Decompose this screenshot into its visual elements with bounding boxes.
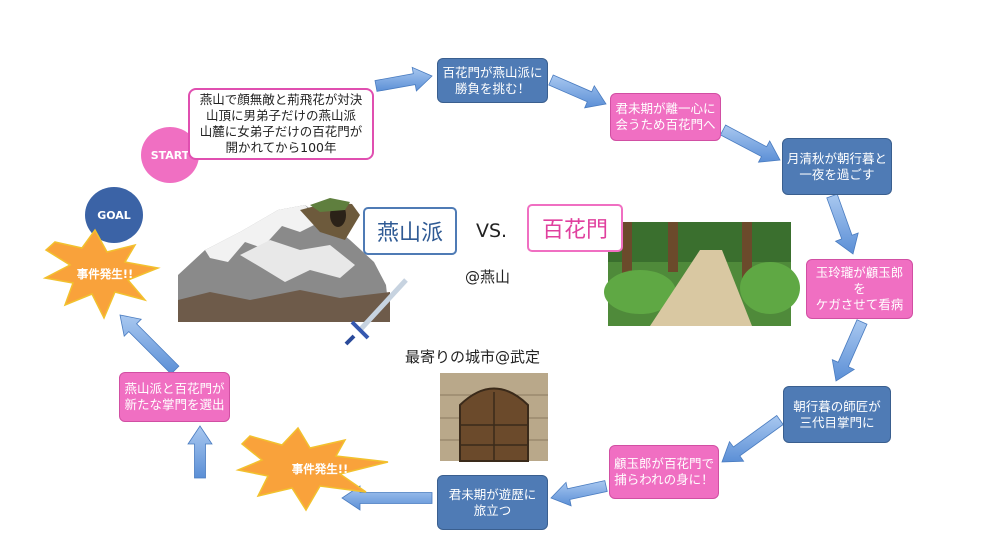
step-7: 君未期が遊歴に 旅立つ — [437, 475, 548, 530]
incident-label-left: 事件発生!! — [76, 267, 134, 281]
start-label: START — [150, 148, 190, 162]
step-8: 燕山派と百花門が 新たな掌門を選出 — [119, 372, 230, 422]
step-6: 顧玉郎が百花門で 捕らわれの身に！ — [609, 445, 719, 499]
flow-arrow — [721, 414, 784, 463]
team-yanshan-label: 燕山派 — [376, 221, 443, 246]
incident-label-bottom: 事件発生!! — [291, 462, 349, 476]
flow-arrow — [719, 124, 781, 163]
step-2: 君未期が離一心に 会うため百花門へ — [610, 93, 721, 141]
flow-arrow — [119, 314, 180, 375]
team-baihua: 百花門 — [527, 204, 623, 252]
step-5: 朝行暮の師匠が 三代目掌門に — [783, 386, 891, 443]
goal-label: GOAL — [97, 208, 131, 222]
location-label: @燕山 — [465, 268, 511, 286]
team-yanshan: 燕山派 — [363, 207, 457, 255]
team-baihua-label: 百花門 — [541, 218, 608, 243]
intro-box: 燕山で顔無敵と荊飛花が対決 山頂に男弟子だけの燕山派 山麓に女弟子だけの百花門が… — [188, 88, 374, 160]
vs-label: VS. — [476, 220, 508, 242]
step-1: 百花門が燕山派に 勝負を挑む！ — [437, 58, 548, 103]
flow-arrow — [374, 66, 433, 92]
flow-arrow — [548, 74, 607, 109]
step-3: 月清秋が朝行暮と 一夜を過ごす — [782, 138, 892, 195]
flow-arrow — [550, 480, 608, 507]
explosion-burst-icon — [42, 228, 161, 320]
city-label: 最寄りの城市@武定 — [405, 348, 541, 366]
explosion-burst-icon — [235, 426, 389, 512]
flow-arrow — [187, 425, 213, 479]
step-4: 玉玲瓏が顧玉郎を ケガさせて看病 — [806, 259, 913, 319]
start-marker: START — [141, 127, 199, 183]
flow-arrow — [831, 319, 868, 382]
flow-arrow — [826, 193, 859, 255]
